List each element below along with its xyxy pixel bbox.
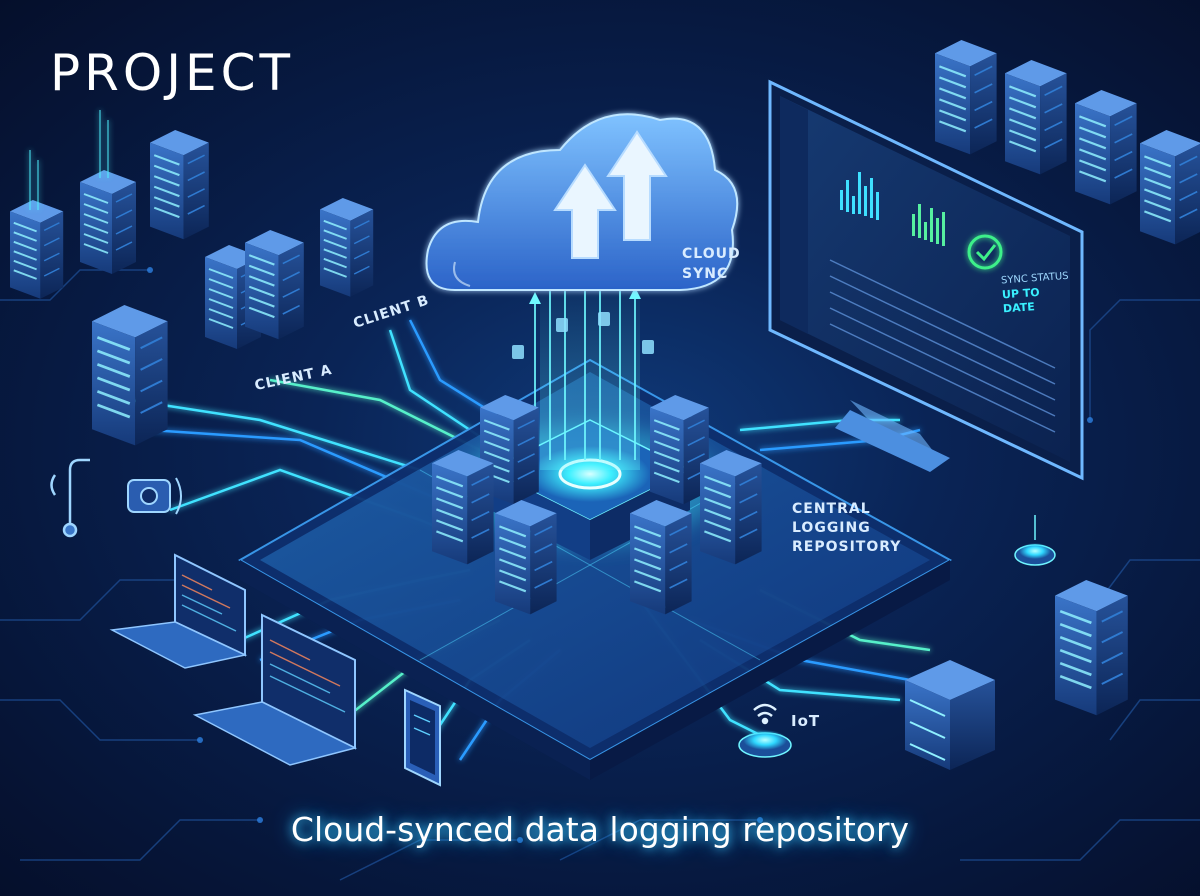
monitor-icon bbox=[768, 79, 1084, 481]
page-title: PROJECT bbox=[50, 44, 295, 102]
circuit-traces bbox=[0, 269, 1200, 881]
central-repository-label: CENTRAL LOGGING REPOSITORY bbox=[792, 500, 912, 557]
central-label-line2: LOGGING bbox=[792, 520, 871, 536]
server-right bbox=[1053, 578, 1130, 717]
dashboard-bars bbox=[840, 172, 945, 246]
client-a-servers bbox=[204, 228, 305, 350]
check-circle-icon bbox=[967, 234, 1003, 270]
server-cluster-top-left bbox=[9, 110, 210, 300]
central-platform bbox=[237, 358, 953, 780]
central-label-line1: CENTRAL bbox=[792, 501, 871, 517]
smartphone-icon bbox=[404, 688, 441, 787]
camera-icon bbox=[127, 477, 182, 515]
upload-arrow-icon bbox=[553, 130, 668, 259]
sensor-pod-right bbox=[1014, 515, 1056, 566]
iot-label: IoT bbox=[791, 712, 821, 730]
laptop-icon bbox=[192, 613, 358, 766]
cloud-sync-label-line2: SYNC bbox=[682, 266, 729, 282]
central-label-line3: REPOSITORY bbox=[792, 539, 902, 555]
laptop-icon bbox=[109, 553, 248, 669]
storage-stack bbox=[905, 660, 995, 770]
cloud-sync-label-line1: CLOUD bbox=[682, 246, 741, 262]
wifi-icon bbox=[753, 703, 777, 725]
client-b-server bbox=[319, 197, 375, 298]
dashboard-table bbox=[829, 259, 1056, 433]
iot-sensor-icon bbox=[50, 458, 90, 538]
standalone-server-left bbox=[90, 303, 169, 447]
caption: Cloud-synced data logging repository bbox=[290, 810, 910, 849]
cloud-sync-label: CLOUD SYNC bbox=[682, 244, 762, 284]
sync-status-panel: SYNC STATUS UP TO DATE bbox=[1001, 270, 1074, 317]
iot-pod bbox=[738, 730, 792, 758]
sync-status-value: UP TO DATE bbox=[1001, 285, 1041, 316]
